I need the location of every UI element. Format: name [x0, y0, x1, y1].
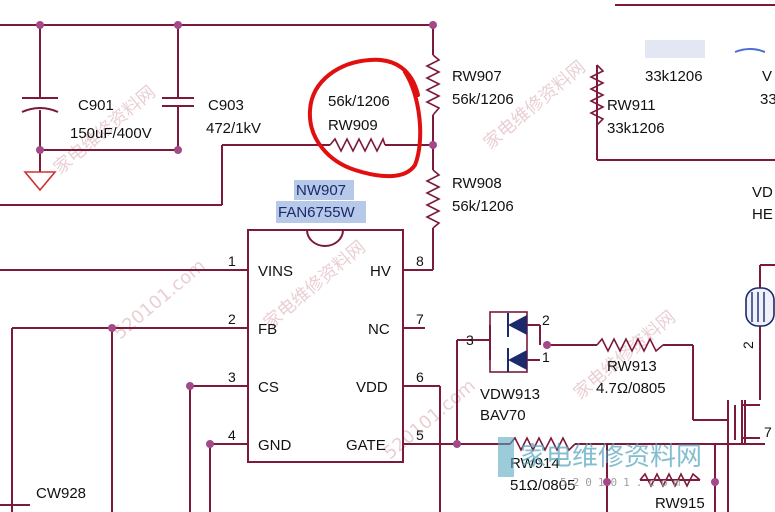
ic-pin-name: NC	[368, 321, 390, 338]
ic-ref: NW907	[296, 182, 346, 199]
edge-label: 33	[760, 91, 775, 108]
ic-pin-num: 8	[416, 253, 424, 269]
rw913-value: 4.7Ω/0805	[596, 380, 666, 397]
ic-pin-name: GND	[258, 437, 292, 454]
c903-value: 472/1kV	[206, 120, 261, 137]
ic-fan6755w	[247, 180, 404, 463]
edge-label: HE	[752, 206, 773, 223]
rw907-value: 56k/1206	[452, 91, 514, 108]
rw914-ref: RW914	[510, 455, 560, 472]
cw928-ref: CW928	[36, 485, 86, 502]
vdw913-ref: VDW913	[480, 386, 540, 403]
blurred-label	[645, 40, 705, 58]
rw907-ref: RW907	[452, 68, 502, 85]
ic-pin-num: 5	[416, 427, 424, 443]
ic-pin-num: 3	[228, 369, 236, 385]
ic-pin-name: CS	[258, 379, 279, 396]
diode-pin-num: 3	[466, 332, 474, 348]
rw909-ref: RW909	[328, 117, 378, 134]
ic-pin-num: 1	[228, 253, 236, 269]
ic-pin-name: HV	[370, 263, 391, 280]
resistor-rw909	[329, 136, 386, 153]
rw913-ref: RW913	[607, 358, 657, 375]
capacitor-c901	[21, 90, 59, 192]
ic-pin-name: VDD	[356, 379, 388, 396]
rw911-above-value: 33k1206	[645, 68, 703, 85]
resistor-rw913	[596, 337, 664, 353]
rw915-ref: RW915	[655, 495, 705, 512]
rw909-value: 56k/1206	[328, 93, 390, 110]
wires	[0, 4, 775, 512]
watermark-site: 520101.com	[380, 375, 480, 464]
watermark-text: 家电维修资料网	[260, 237, 370, 334]
ic-part: FAN6755W	[278, 204, 356, 221]
junctions	[36, 21, 719, 486]
ic-pin-name: GATE	[346, 437, 386, 454]
diode-pin-num: 1	[542, 349, 550, 365]
ic-pin-num: 2	[228, 311, 236, 327]
watermark-banner-site: 520101.com	[560, 476, 686, 489]
c903-ref: C903	[208, 97, 244, 114]
ic-pin-num: 6	[416, 369, 424, 385]
ic-pin-name: FB	[258, 321, 277, 338]
ic-pin-num: 4	[228, 427, 236, 443]
rw914-value: 51Ω/0805	[510, 477, 575, 494]
ic-pin-num: 7	[416, 311, 424, 327]
watermark-site: 520101.com	[110, 255, 210, 344]
diode-vdw913	[489, 311, 528, 373]
resistor-rw914	[509, 436, 576, 452]
rw911-ref: RW911	[607, 97, 656, 114]
edge-label: 2	[740, 341, 756, 349]
vdw913-part: BAV70	[480, 407, 526, 424]
watermark-banner: 家电维修资料网	[520, 442, 702, 472]
c901-value: 150uF/400V	[70, 125, 152, 142]
diode-pin-num: 2	[542, 312, 550, 328]
resistor-rw915	[639, 472, 701, 488]
blurred-mark	[734, 48, 766, 53]
rw908-value: 56k/1206	[452, 198, 514, 215]
rw908-ref: RW908	[452, 175, 502, 192]
ferrite-bead	[745, 287, 775, 327]
c901-ref: C901	[78, 97, 114, 114]
edge-label: V	[762, 68, 772, 85]
edge-label: 7	[764, 424, 772, 440]
capacitor-c903	[162, 90, 194, 110]
annotation-circle	[307, 57, 423, 179]
mosfet	[734, 400, 760, 445]
ic-pin-name: VINS	[258, 263, 293, 280]
watermark-logo	[498, 437, 514, 477]
resistor-rw907	[425, 54, 441, 116]
resistor-rw908	[425, 169, 441, 229]
resistor-rw911	[589, 64, 605, 126]
rw911-value: 33k1206	[607, 120, 665, 137]
edge-label: VD	[752, 184, 773, 201]
